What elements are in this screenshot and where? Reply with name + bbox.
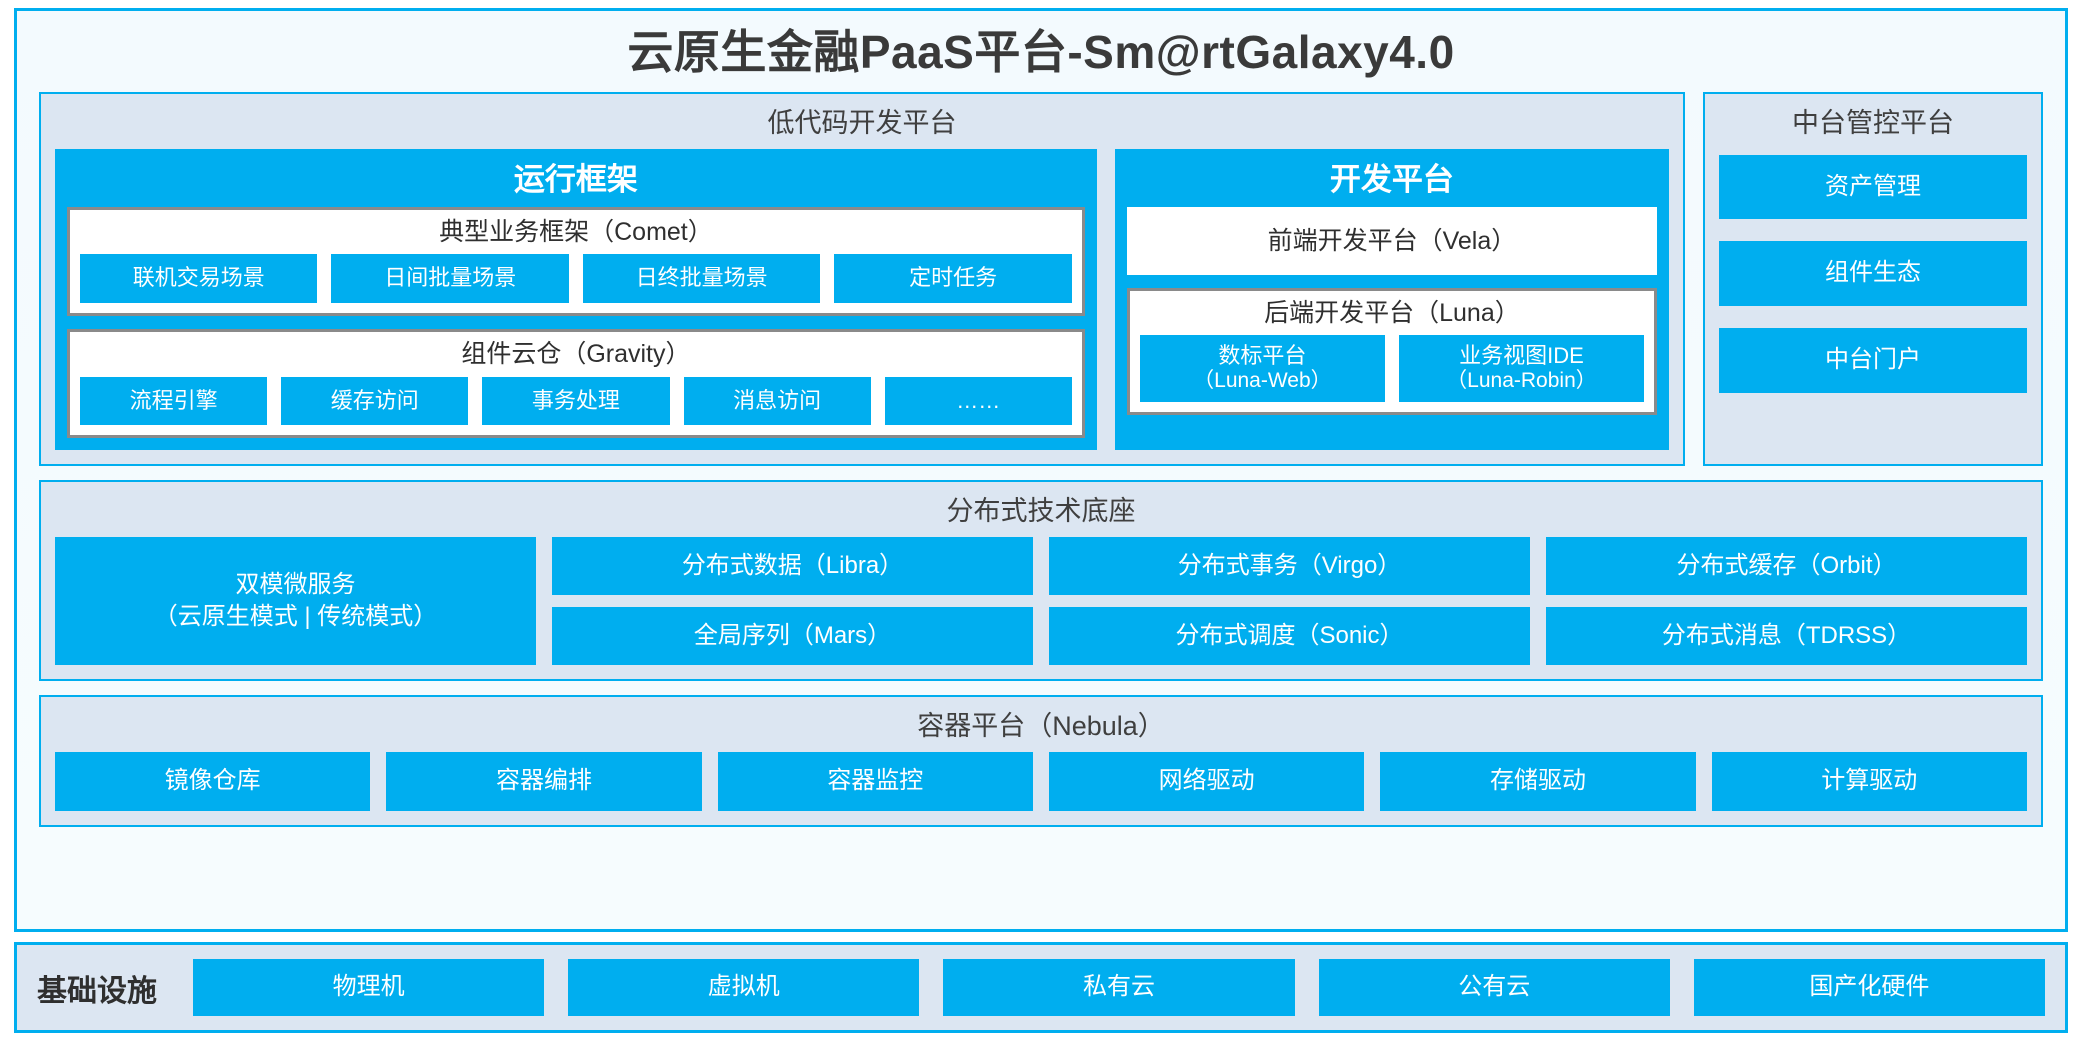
luna-chip-row: 数标平台 （Luna-Web） 业务视图IDE （Luna-Robin）	[1139, 335, 1645, 403]
comet-item-intraday-batch[interactable]: 日间批量场景	[331, 254, 569, 303]
infrastructure-item-public-cloud[interactable]: 公有云	[1318, 959, 1670, 1016]
techbase-item-distributed-scheduling-sonic[interactable]: 分布式调度（Sonic）	[1049, 607, 1530, 666]
lowcode-platform-panel: 低代码开发平台 运行框架 典型业务框架（Comet） 联机交易场景 日间批量场景…	[39, 91, 1685, 467]
gravity-item-message-access[interactable]: 消息访问	[683, 376, 871, 426]
comet-item-scheduled-task[interactable]: 定时任务	[834, 254, 1072, 303]
midplatform-list: 资产管理 组件生态 中台门户	[1719, 154, 2027, 450]
container-platform-title: 容器平台（Nebula）	[917, 711, 1165, 742]
luna-item-luna-web[interactable]: 数标平台 （Luna-Web）	[1139, 335, 1385, 403]
container-item-orchestration[interactable]: 容器编排	[386, 752, 702, 811]
backend-dev-platform-luna-group: 后端开发平台（Luna） 数标平台 （Luna-Web） 业务视图IDE （Lu…	[1126, 287, 1657, 416]
techbase-item-global-sequence-mars[interactable]: 全局序列（Mars）	[552, 607, 1033, 666]
container-platform-row: 镜像仓库 容器编排 容器监控 网络驱动 存储驱动 计算驱动	[55, 752, 2027, 811]
gravity-group-title: 组件云仓（Gravity）	[461, 339, 691, 368]
midplatform-item-asset-management[interactable]: 资产管理	[1719, 154, 2027, 220]
container-item-compute-driver[interactable]: 计算驱动	[1711, 752, 2027, 811]
luna-web-label: 数标平台	[1218, 343, 1307, 369]
gravity-item-more[interactable]: ……	[884, 376, 1072, 426]
frontend-dev-platform-vela[interactable]: 前端开发平台（Vela）	[1126, 206, 1657, 275]
techbase-item-distributed-message-tdrss[interactable]: 分布式消息（TDRSS）	[1546, 607, 2027, 666]
luna-item-luna-robin[interactable]: 业务视图IDE （Luna-Robin）	[1398, 335, 1645, 403]
lowcode-platform-body: 运行框架 典型业务框架（Comet） 联机交易场景 日间批量场景 日终批量场景 …	[55, 148, 1669, 451]
midplatform-item-component-ecosystem[interactable]: 组件生态	[1719, 241, 2027, 307]
comet-item-eod-batch[interactable]: 日终批量场景	[582, 254, 821, 303]
comet-group-title: 典型业务框架（Comet）	[439, 217, 713, 246]
backend-dev-platform-title: 后端开发平台（Luna）	[1264, 298, 1520, 327]
comet-item-online-transaction[interactable]: 联机交易场景	[80, 254, 318, 303]
techbase-body: 双模微服务 （云原生模式 | 传统模式） 分布式数据（Libra） 全局序列（M…	[55, 537, 2027, 666]
runtime-framework-card: 运行框架 典型业务框架（Comet） 联机交易场景 日间批量场景 日终批量场景 …	[55, 148, 1097, 451]
container-item-image-registry[interactable]: 镜像仓库	[55, 752, 371, 811]
comet-chip-row: 联机交易场景 日间批量场景 日终批量场景 定时任务	[80, 254, 1072, 303]
midplatform-panel: 中台管控平台 资产管理 组件生态 中台门户	[1703, 91, 2043, 467]
infrastructure-item-private-cloud[interactable]: 私有云	[943, 959, 1295, 1016]
midplatform-title: 中台管控平台	[1792, 107, 1954, 138]
gravity-item-cache-access[interactable]: 缓存访问	[281, 376, 469, 426]
luna-robin-label: 业务视图IDE	[1459, 343, 1584, 369]
techbase-item-distributed-transaction-virgo[interactable]: 分布式事务（Virgo）	[1049, 537, 1530, 596]
container-item-storage-driver[interactable]: 存储驱动	[1380, 752, 1696, 811]
comet-group: 典型业务框架（Comet） 联机交易场景 日间批量场景 日终批量场景 定时任务	[67, 206, 1085, 316]
techbase-item-dual-mode-microservice[interactable]: 双模微服务 （云原生模式 | 传统模式）	[55, 537, 536, 666]
techbase-item-distributed-data-libra[interactable]: 分布式数据（Libra）	[552, 537, 1033, 596]
platform-main-card: 云原生金融PaaS平台-Sm@rtGalaxy4.0 低代码开发平台 运行框架 …	[14, 8, 2068, 933]
microservice-line2: （云原生模式 | 传统模式）	[153, 603, 438, 631]
midplatform-item-portal[interactable]: 中台门户	[1719, 328, 2027, 394]
runtime-framework-title: 运行框架	[513, 161, 638, 197]
techbase-col-3: 分布式缓存（Orbit） 分布式消息（TDRSS）	[1546, 537, 2027, 666]
infrastructure-item-physical-machine[interactable]: 物理机	[193, 959, 545, 1016]
infrastructure-items: 物理机 虚拟机 私有云 公有云 国产化硬件	[193, 959, 2046, 1016]
luna-robin-code: （Luna-Robin）	[1446, 369, 1597, 393]
gravity-item-process-engine[interactable]: 流程引擎	[80, 376, 268, 426]
techbase-col-1: 分布式数据（Libra） 全局序列（Mars）	[552, 537, 1033, 666]
container-item-network-driver[interactable]: 网络驱动	[1048, 752, 1365, 811]
techbase-item-distributed-cache-orbit[interactable]: 分布式缓存（Orbit）	[1546, 537, 2027, 596]
infrastructure-item-virtual-machine[interactable]: 虚拟机	[568, 959, 920, 1016]
techbase-title: 分布式技术底座	[946, 496, 1136, 527]
techbase-col-microservice: 双模微服务 （云原生模式 | 传统模式）	[55, 537, 536, 666]
infrastructure-label: 基础设施	[37, 974, 157, 1008]
container-item-monitoring[interactable]: 容器监控	[717, 752, 1033, 811]
gravity-chip-row: 流程引擎 缓存访问 事务处理 消息访问 ……	[80, 376, 1072, 426]
gravity-item-transaction-processing[interactable]: 事务处理	[482, 376, 670, 426]
lowcode-platform-title: 低代码开发平台	[767, 107, 957, 138]
infrastructure-item-domestic-hardware[interactable]: 国产化硬件	[1693, 959, 2046, 1016]
gravity-group: 组件云仓（Gravity） 流程引擎 缓存访问 事务处理 消息访问 ……	[67, 328, 1085, 439]
luna-web-code: （Luna-Web）	[1193, 369, 1332, 393]
dev-platform-title: 开发平台	[1329, 161, 1454, 197]
top-row: 低代码开发平台 运行框架 典型业务框架（Comet） 联机交易场景 日间批量场景…	[39, 91, 2043, 467]
infrastructure-bar: 基础设施 物理机 虚拟机 私有云 公有云 国产化硬件	[14, 942, 2068, 1033]
techbase-panel: 分布式技术底座 双模微服务 （云原生模式 | 传统模式） 分布式数据（Libra…	[39, 480, 2043, 682]
container-platform-panel: 容器平台（Nebula） 镜像仓库 容器编排 容器监控 网络驱动 存储驱动 计算…	[39, 695, 2043, 827]
spacer-2	[39, 681, 2043, 695]
microservice-line1: 双模微服务	[235, 570, 356, 598]
dev-platform-card: 开发平台 前端开发平台（Vela） 后端开发平台（Luna） 数标平台 （Lun…	[1114, 148, 1669, 451]
techbase-col-2: 分布式事务（Virgo） 分布式调度（Sonic）	[1049, 537, 1530, 666]
page-title: 云原生金融PaaS平台-Sm@rtGalaxy4.0	[627, 26, 1455, 78]
spacer-1	[39, 466, 2043, 480]
